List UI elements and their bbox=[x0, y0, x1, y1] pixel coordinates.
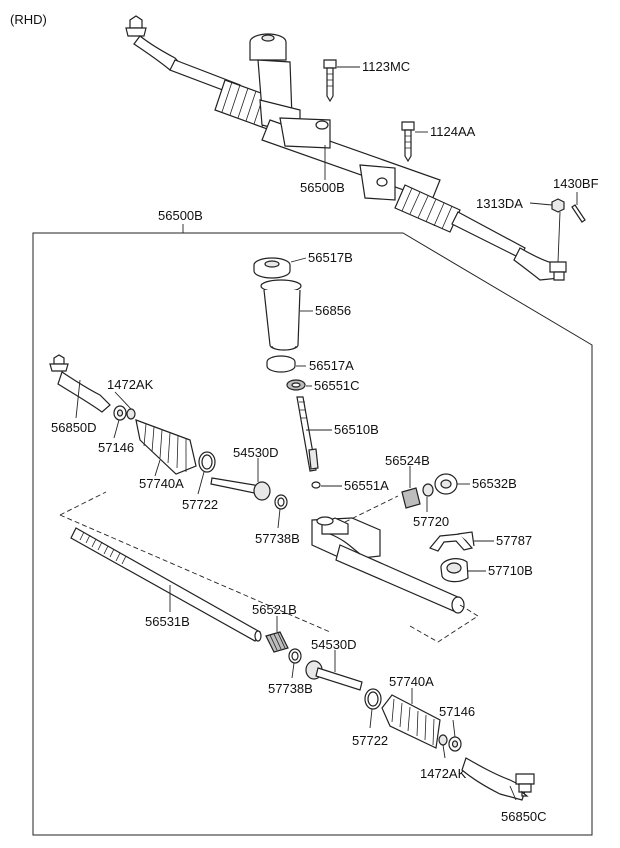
boot-57740A-left bbox=[135, 419, 197, 475]
tie-rod-end-56850C bbox=[461, 757, 535, 801]
variant-label: (RHD) bbox=[10, 12, 47, 27]
label-57146-left: 57146 bbox=[98, 440, 134, 455]
label-56517A: 56517A bbox=[309, 358, 354, 373]
rack-56531B bbox=[70, 527, 262, 642]
sleeve-56856 bbox=[260, 279, 302, 351]
label-54530D-upper: 54530D bbox=[233, 445, 279, 460]
inner-tie-rod-54530D-lower bbox=[305, 660, 363, 691]
bracket-57787 bbox=[428, 531, 475, 552]
tie-rod-end-top-right bbox=[513, 247, 567, 281]
label-1313DA: 1313DA bbox=[476, 196, 523, 211]
label-56500B-box: 56500B bbox=[158, 208, 203, 223]
rack-housing-top bbox=[261, 117, 441, 201]
label-1472AK-right: 1472AK bbox=[420, 766, 467, 781]
label-57738B-lower: 57738B bbox=[268, 681, 313, 696]
label-56532B: 56532B bbox=[472, 476, 517, 491]
mount-56517B bbox=[253, 257, 291, 279]
nut-1472AK-left bbox=[126, 408, 136, 420]
label-56551A: 56551A bbox=[344, 478, 389, 493]
clamp-57722-left bbox=[198, 451, 216, 473]
label-57740A-left: 57740A bbox=[139, 476, 184, 491]
bush-56521B bbox=[265, 631, 289, 653]
washer-57738B-upper bbox=[274, 494, 288, 510]
clamp-57722-right bbox=[364, 688, 382, 710]
exploded-frame bbox=[32, 232, 593, 836]
yoke-56524B bbox=[401, 487, 421, 509]
seal-56551A bbox=[311, 481, 321, 489]
label-57710B: 57710B bbox=[488, 563, 533, 578]
label-57722-left: 57722 bbox=[182, 497, 218, 512]
pin-1430BF bbox=[571, 204, 586, 223]
bush-57710B bbox=[440, 558, 469, 583]
tie-rod-end-56850D bbox=[49, 354, 111, 413]
label-1124AA: 1124AA bbox=[430, 124, 476, 139]
label-56510B: 56510B bbox=[334, 422, 379, 437]
label-57720: 57720 bbox=[413, 514, 449, 529]
bolt-1123MC bbox=[323, 59, 337, 103]
label-56551C: 56551C bbox=[314, 378, 360, 393]
plug-56532B bbox=[434, 473, 458, 495]
assembled-gear bbox=[125, 15, 586, 281]
label-1430BF: 1430BF bbox=[553, 176, 599, 191]
label-57738B-upper: 57738B bbox=[255, 531, 300, 546]
pinion-shaft-56510B bbox=[296, 396, 319, 472]
boot-57740A-right bbox=[381, 694, 441, 749]
seal-56551C bbox=[286, 379, 306, 391]
label-57787: 57787 bbox=[496, 533, 532, 548]
inner-tie-rod-54530D-upper bbox=[210, 477, 271, 501]
label-57146-right: 57146 bbox=[439, 704, 475, 719]
nut-57146-right bbox=[448, 736, 462, 752]
label-56524B: 56524B bbox=[385, 453, 430, 468]
nut-57146-left bbox=[113, 405, 127, 421]
label-56500B-top: 56500B bbox=[300, 180, 345, 195]
label-56850C: 56850C bbox=[501, 809, 547, 824]
tie-rod-end-top-left bbox=[125, 15, 184, 71]
label-56531B: 56531B bbox=[145, 614, 190, 629]
washer-57738B-lower bbox=[288, 648, 302, 664]
boot-top-right bbox=[394, 184, 461, 233]
nut-1472AK-right bbox=[438, 734, 448, 746]
label-56850D: 56850D bbox=[51, 420, 97, 435]
rack-housing bbox=[311, 516, 465, 614]
label-57722-right: 57722 bbox=[352, 733, 388, 748]
label-56521B: 56521B bbox=[252, 602, 297, 617]
spring-57720 bbox=[422, 483, 434, 497]
label-57740A-right: 57740A bbox=[389, 674, 434, 689]
label-1123MC: 1123MC bbox=[362, 59, 410, 74]
bolt-1124AA bbox=[401, 121, 415, 163]
label-56856: 56856 bbox=[315, 303, 351, 318]
label-1472AK-left: 1472AK bbox=[107, 377, 154, 392]
label-54530D-lower: 54530D bbox=[311, 637, 357, 652]
seal-56517A bbox=[266, 355, 296, 373]
nut-1313DA bbox=[551, 198, 565, 213]
label-56517B: 56517B bbox=[308, 250, 353, 265]
